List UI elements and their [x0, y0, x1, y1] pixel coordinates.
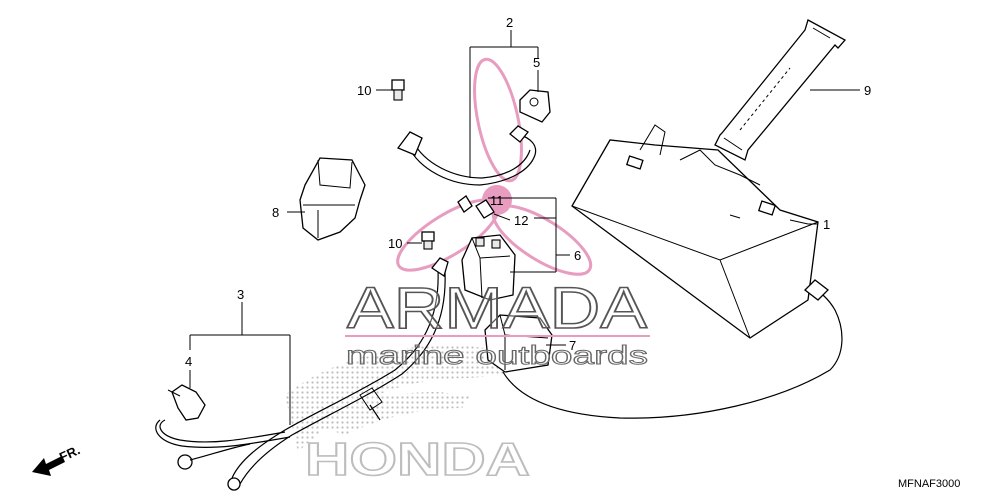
callout-4: 4: [185, 354, 192, 369]
callout-1: 1: [823, 217, 830, 232]
callout-10-top: 10: [357, 83, 371, 98]
callout-8: 8: [272, 205, 279, 220]
wire-harness-part: [155, 257, 843, 491]
leader-lines: [189, 30, 860, 425]
direction-label: FR.: [57, 442, 82, 464]
callout-5: 5: [533, 55, 540, 70]
callout-2: 2: [506, 15, 513, 30]
terminal-cover-part: [519, 89, 551, 123]
bolt-part-middle: [421, 231, 435, 250]
callout-7: 7: [569, 338, 576, 353]
callout-12: 12: [514, 213, 528, 228]
battery-band-part: [714, 19, 847, 161]
starter-relay-part: [461, 234, 516, 301]
armada-tagline-text: marine outboards: [346, 340, 648, 370]
honda-watermark-text: HONDA: [305, 433, 530, 485]
callout-11: 11: [490, 193, 504, 208]
bolt-part-top: [391, 79, 405, 101]
honda-wing-watermark: [285, 345, 520, 452]
callout-6: 6: [574, 248, 581, 263]
propeller-logo-icon: [396, 57, 593, 276]
terminal-boot-part: [167, 384, 206, 421]
diagram-code: MFNAF3000: [898, 478, 960, 490]
positive-cable-part: [396, 125, 537, 186]
callout-10-middle: 10: [388, 236, 402, 251]
armada-watermark-text: ARMADA: [347, 276, 647, 341]
callout-9: 9: [864, 83, 871, 98]
fuse-clip-parts: [457, 195, 495, 219]
direction-arrow-icon: [32, 456, 65, 476]
callout-3: 3: [237, 287, 244, 302]
relay-cover-part: [299, 157, 366, 241]
battery-part: [571, 124, 819, 339]
